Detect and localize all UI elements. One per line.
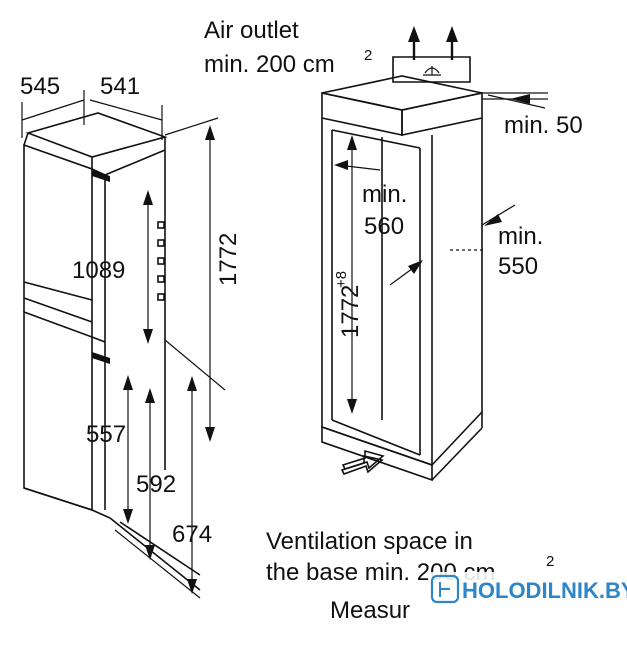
dim-1089: 1089 — [72, 257, 125, 284]
min-560-label-line1: min. — [362, 181, 407, 208]
upper-hinge — [92, 170, 110, 182]
dim-545: 545 — [20, 73, 60, 100]
watermark-text: HOLODILNIK.BY — [462, 578, 627, 603]
niche-drawing — [321, 26, 548, 482]
appliance-top — [25, 112, 168, 158]
dim-557: 557 — [86, 421, 126, 448]
air-outlet-label-line1: Air outlet — [204, 17, 299, 44]
svg-text:1772: 1772 — [337, 285, 364, 338]
left-dimension-lines — [21, 90, 226, 599]
min-550-label-line2: 550 — [498, 253, 538, 280]
lower-hinge — [92, 352, 110, 364]
appliance-drawing — [23, 112, 201, 591]
side-vents — [157, 221, 165, 301]
measure-label: Measur — [330, 597, 410, 624]
niche-height-label: 1772 +8 — [333, 271, 364, 338]
ventilation-inflow-arrow — [340, 449, 385, 475]
niche-top — [321, 75, 483, 111]
min-560-label-line2: 560 — [364, 213, 404, 240]
appliance-lower-door — [23, 310, 93, 512]
air-outlet-label-sup: 2 — [364, 47, 372, 64]
svg-text:+8: +8 — [333, 271, 350, 288]
dim-674: 674 — [172, 521, 212, 548]
air-outlet-label-line2: min. 200 cm — [204, 51, 335, 78]
ventilation-label-line1: Ventilation space in — [266, 528, 473, 555]
ventilation-label-sup: 2 — [546, 553, 554, 570]
fan-icon — [423, 66, 441, 76]
watermark-logo-icon — [430, 574, 460, 604]
dim-1772-total: 1772 — [215, 233, 242, 286]
air-outlet-arrows — [408, 26, 458, 60]
air-outlet-grille — [392, 56, 471, 83]
dim-541: 541 — [100, 73, 140, 100]
min-50-label: min. 50 — [504, 112, 583, 139]
watermark: HOLODILNIK.BY — [428, 572, 627, 606]
dim-592: 592 — [136, 471, 176, 498]
min-550-label-line1: min. — [498, 223, 543, 250]
